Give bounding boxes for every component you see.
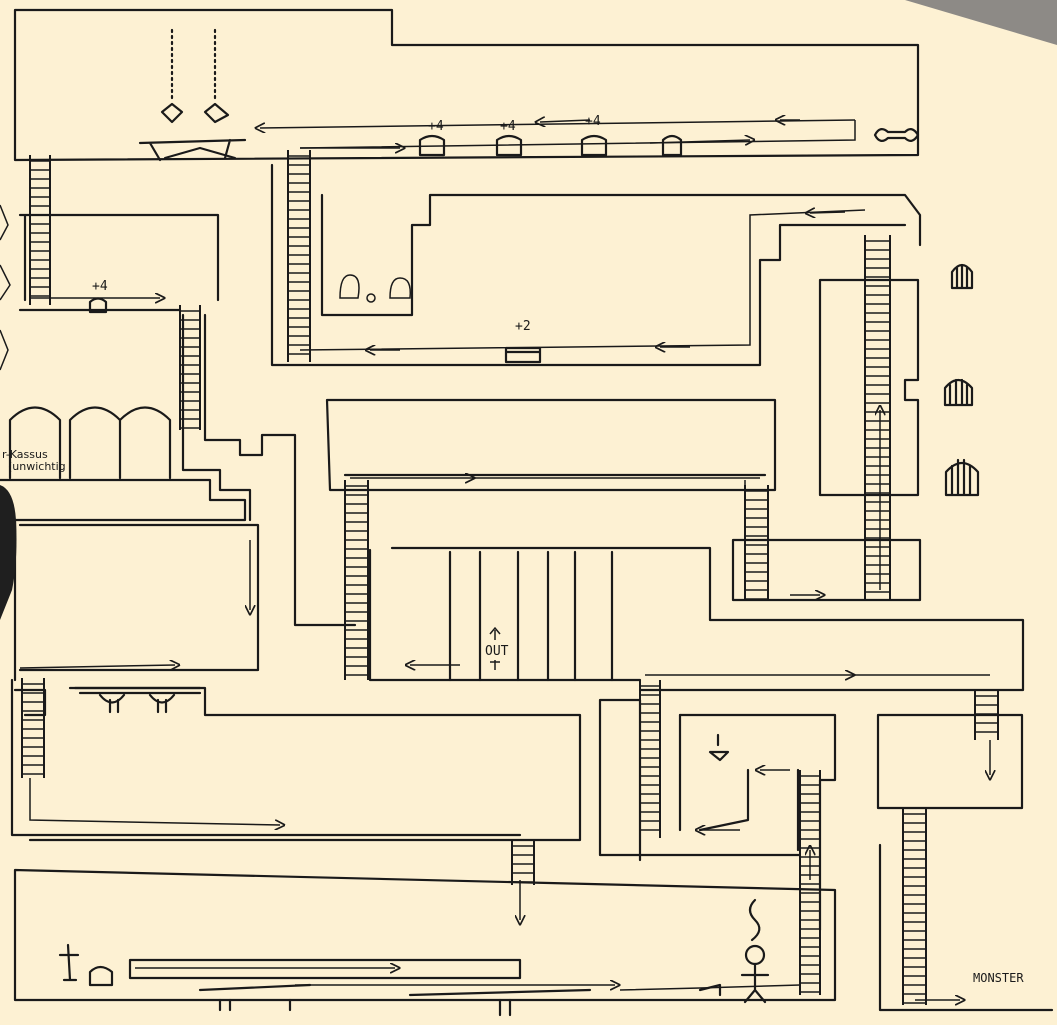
wrench-icon [875,129,918,141]
sword-icon [60,945,78,980]
arched-door-icon [945,265,978,495]
ladder [30,155,50,305]
route-arrows [20,120,990,1000]
ladder [745,485,768,600]
ladder [22,678,44,778]
lamp-icon [710,735,728,760]
ladders [22,150,998,1005]
note-text: (unwichtig [8,460,66,473]
ladder [288,150,310,362]
bonus-label: +4 [500,119,516,134]
gate [140,30,245,160]
ladder [345,480,368,680]
ghost-shapes [340,275,410,302]
bonus-label: +4 [585,114,601,129]
bonus-label: +2 [515,319,531,334]
bonus-label: +4 [92,279,108,294]
ladder [903,808,926,1005]
ladder [640,680,660,838]
barrel-icon [90,136,681,985]
chest-icon [506,348,540,362]
jagged-edge [0,205,10,370]
wall-lines [0,10,1052,1010]
label-out: OUT [485,644,509,659]
bonus-label: +4 [428,119,444,134]
ladder [512,840,534,885]
ladder [800,770,820,995]
ladder [865,235,890,600]
page-corner-shadow [905,0,1057,45]
label-monster: MONSTER [973,971,1024,985]
